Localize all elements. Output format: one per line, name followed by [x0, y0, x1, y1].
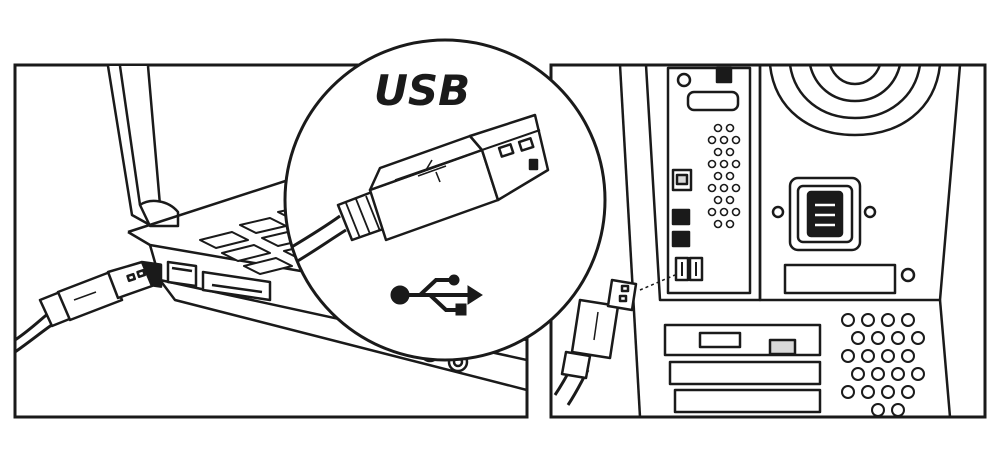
vent-holes	[707, 123, 741, 229]
magnified-usb-plug-icon	[289, 113, 550, 264]
desktop-tower-rear-icon	[553, 65, 962, 417]
desktop-panel	[549, 63, 987, 419]
laptop-usb-plug-icon	[15, 260, 154, 354]
fan-grille	[768, 65, 942, 137]
usb-trident-icon	[390, 274, 483, 316]
usb-callout-magnifier: USB	[283, 38, 607, 362]
lower-vent-holes	[841, 313, 925, 417]
usb-callout-title: USB	[374, 66, 470, 115]
desktop-usb-plug-icon	[553, 278, 638, 406]
